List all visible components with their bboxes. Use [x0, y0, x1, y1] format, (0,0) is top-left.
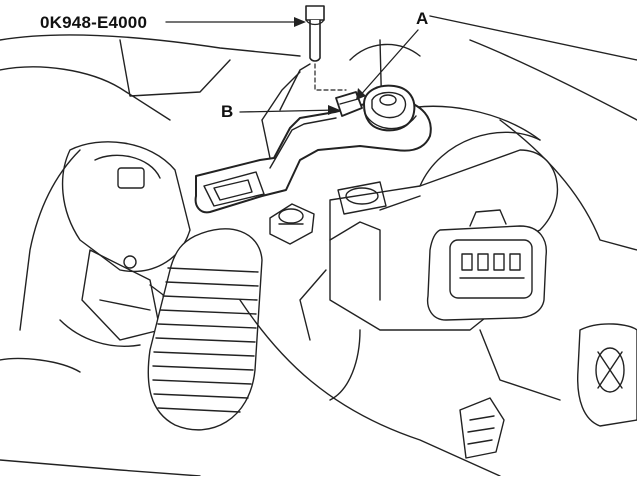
leader-lines [165, 21, 419, 113]
install-guide-dashed [314, 63, 347, 91]
intake-hose [147, 228, 263, 431]
lower-bolt [269, 203, 315, 245]
connector [426, 209, 547, 321]
callout-b-label: B [221, 102, 234, 121]
body-panels [0, 15, 637, 477]
arrowhead-b [328, 105, 340, 115]
leader-a [357, 29, 419, 99]
right-component [577, 323, 637, 427]
arrowhead-a [356, 88, 366, 100]
lower-sensor [459, 397, 505, 459]
part-number-label: 0K948-E4000 [40, 13, 148, 32]
arrowhead-part [294, 17, 306, 27]
callout-a-label: A [416, 9, 429, 28]
leader-b [239, 109, 339, 113]
main-nut [363, 84, 417, 132]
clip-part [305, 5, 325, 62]
left-canister [59, 141, 191, 347]
mounting-bracket [194, 63, 432, 214]
